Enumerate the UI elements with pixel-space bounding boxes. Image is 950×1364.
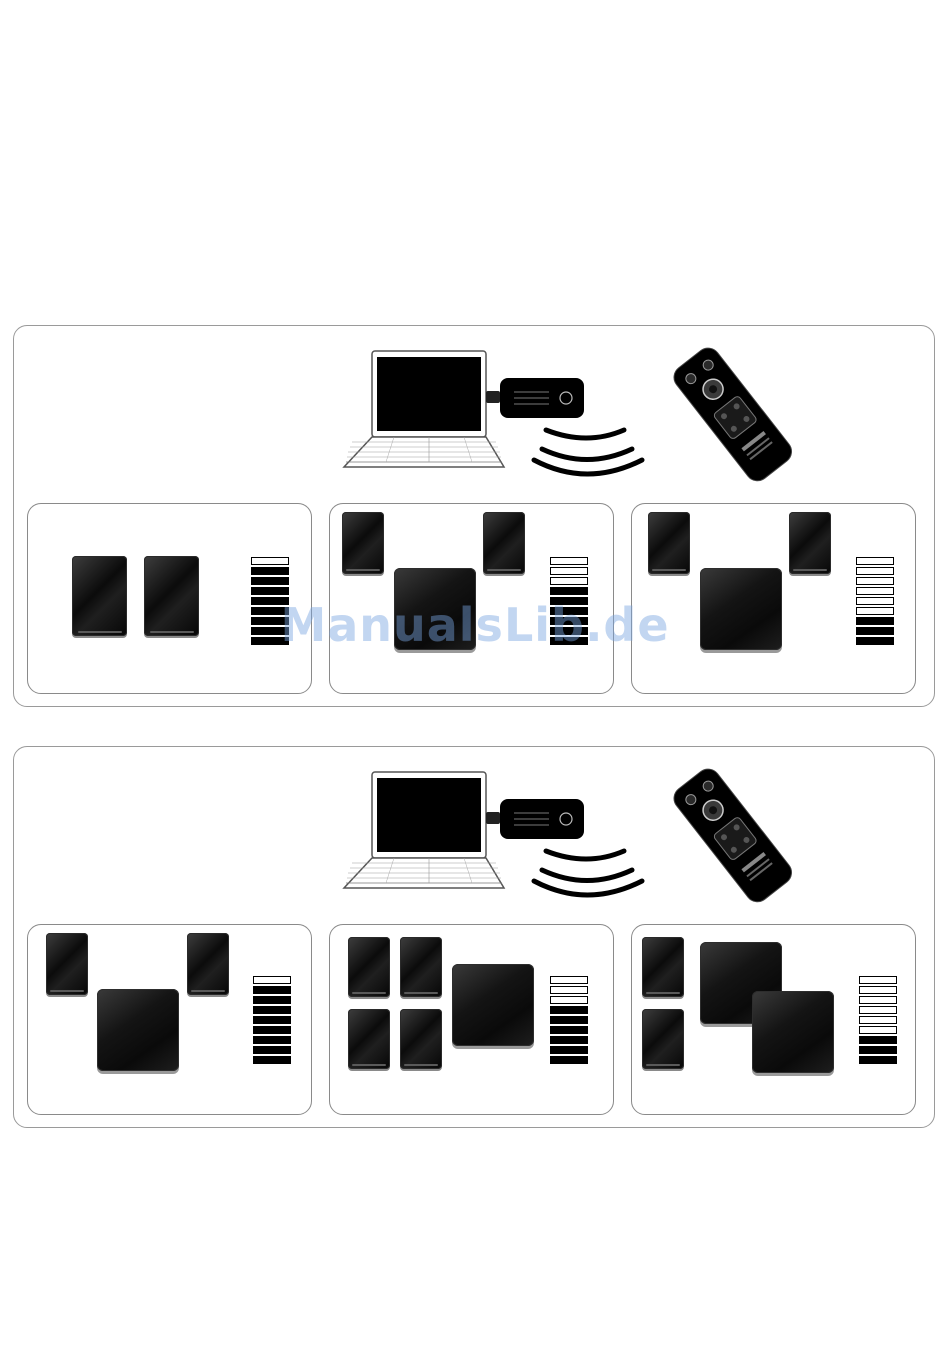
- config-panel-2-speakers-subwoofer: [329, 503, 614, 694]
- speaker-right: [187, 933, 229, 995]
- level-segment: [251, 587, 289, 595]
- level-segment: [550, 1056, 588, 1064]
- speaker-right: [483, 512, 525, 574]
- speaker-left: [642, 937, 684, 997]
- level-segment: [251, 557, 289, 565]
- level-segment: [859, 1046, 897, 1054]
- speaker-rear-left: [348, 1009, 390, 1069]
- level-segment: [550, 1026, 588, 1034]
- level-segment: [550, 1036, 588, 1044]
- level-meter: [251, 557, 289, 645]
- laptop-icon: [344, 351, 504, 467]
- level-segment: [550, 597, 588, 605]
- config-panel-2-speakers-subwoofer: [631, 503, 916, 694]
- level-segment: [550, 617, 588, 625]
- level-meter: [550, 976, 588, 1064]
- level-segment: [859, 1026, 897, 1034]
- configuration-group-1: [13, 325, 935, 707]
- speaker-front-left: [348, 937, 390, 997]
- level-segment: [856, 577, 894, 585]
- level-segment: [253, 1026, 291, 1034]
- usb-dongle-icon: [486, 378, 584, 418]
- configuration-group-2: [13, 746, 935, 1128]
- level-segment: [859, 996, 897, 1004]
- level-segment: [550, 1046, 588, 1054]
- speaker-right: [144, 556, 199, 636]
- level-segment: [859, 1056, 897, 1064]
- speaker-left: [72, 556, 127, 636]
- level-segment: [251, 637, 289, 645]
- config-panel-2-speakers-2-subwoofers: [631, 924, 916, 1115]
- speaker-right: [789, 512, 831, 574]
- hardware-illustration: [324, 767, 814, 907]
- level-segment: [856, 617, 894, 625]
- level-segment: [253, 1056, 291, 1064]
- level-segment: [253, 986, 291, 994]
- usb-dongle-icon: [486, 799, 584, 839]
- hardware-illustration: [324, 346, 814, 486]
- level-segment: [856, 597, 894, 605]
- level-segment: [253, 1016, 291, 1024]
- level-segment: [550, 577, 588, 585]
- level-segment: [251, 627, 289, 635]
- remote-control-icon: [669, 346, 796, 486]
- level-segment: [253, 976, 291, 984]
- subwoofer-2: [752, 991, 834, 1073]
- level-segment: [253, 1036, 291, 1044]
- subwoofer: [700, 568, 782, 650]
- speaker-right: [642, 1009, 684, 1069]
- level-segment: [859, 986, 897, 994]
- subwoofer: [97, 989, 179, 1071]
- level-segment: [251, 597, 289, 605]
- level-meter: [550, 557, 588, 645]
- level-segment: [859, 976, 897, 984]
- level-segment: [856, 637, 894, 645]
- level-segment: [859, 1016, 897, 1024]
- level-segment: [251, 567, 289, 575]
- level-segment: [550, 557, 588, 565]
- level-segment: [550, 986, 588, 994]
- speaker-left: [648, 512, 690, 574]
- level-segment: [550, 587, 588, 595]
- speaker-rear-right: [400, 1009, 442, 1069]
- level-segment: [550, 1006, 588, 1014]
- speaker-front-right: [400, 937, 442, 997]
- remote-control-icon: [669, 767, 796, 907]
- level-meter: [859, 976, 897, 1064]
- level-segment: [253, 1006, 291, 1014]
- laptop-icon: [344, 772, 504, 888]
- level-meter: [253, 976, 291, 1064]
- level-segment: [859, 1006, 897, 1014]
- subwoofer: [394, 568, 476, 650]
- level-segment: [251, 617, 289, 625]
- level-segment: [550, 1016, 588, 1024]
- level-segment: [253, 1046, 291, 1054]
- level-segment: [856, 627, 894, 635]
- level-segment: [859, 1036, 897, 1044]
- level-segment: [251, 607, 289, 615]
- speaker-left: [46, 933, 88, 995]
- level-segment: [550, 996, 588, 1004]
- level-segment: [856, 607, 894, 615]
- level-segment: [856, 587, 894, 595]
- level-segment: [856, 567, 894, 575]
- config-panel-2-speakers-subwoofer: [27, 924, 312, 1115]
- level-segment: [550, 637, 588, 645]
- wireless-signal-icon: [534, 430, 642, 474]
- level-segment: [550, 627, 588, 635]
- level-segment: [253, 996, 291, 1004]
- level-segment: [251, 577, 289, 585]
- config-panel-4-speakers-subwoofer: [329, 924, 614, 1115]
- level-segment: [550, 567, 588, 575]
- subwoofer: [452, 964, 534, 1046]
- level-meter: [856, 557, 894, 645]
- speaker-left: [342, 512, 384, 574]
- level-segment: [856, 557, 894, 565]
- wireless-signal-icon: [534, 851, 642, 895]
- level-segment: [550, 607, 588, 615]
- config-panel-2-speakers: [27, 503, 312, 694]
- level-segment: [550, 976, 588, 984]
